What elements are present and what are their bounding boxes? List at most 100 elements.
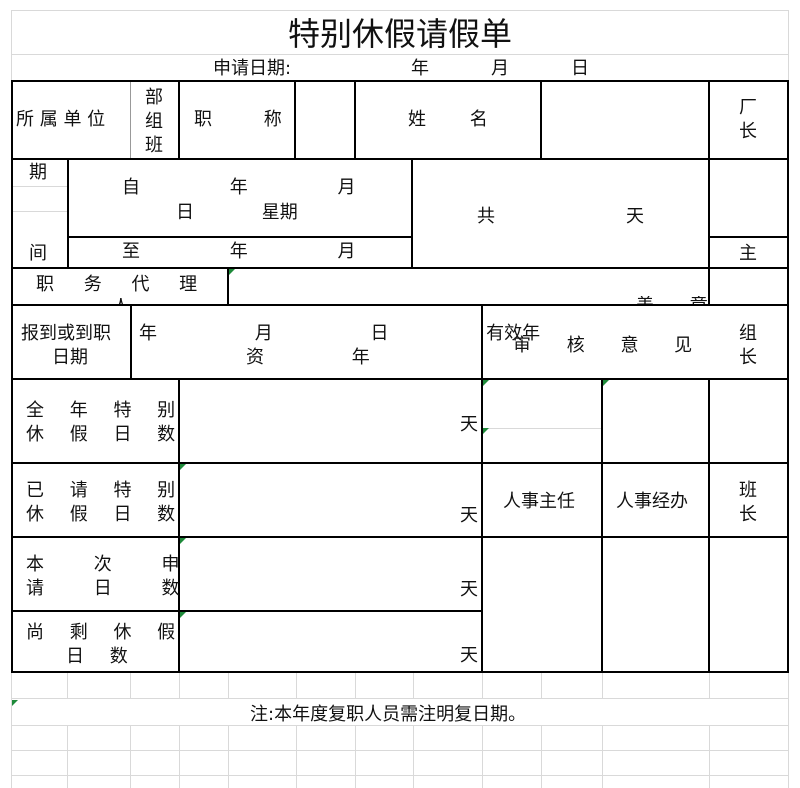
total-unit: 天 <box>626 206 644 227</box>
table-border <box>294 80 296 160</box>
report-line-1: 年 月 日 有效年 <box>139 323 541 344</box>
comment-marker <box>483 428 489 434</box>
grid-line <box>355 725 356 788</box>
grid-line <box>11 698 789 699</box>
sign-team-2: 长 <box>739 504 757 525</box>
used-unit: 天 <box>460 505 478 526</box>
grid-line <box>11 54 789 55</box>
annual-label-1: 全 年 特 别 <box>26 400 176 421</box>
comment-marker <box>229 269 235 275</box>
used-label-2: 休 假 日 数 <box>26 504 176 525</box>
current-unit: 天 <box>460 579 478 600</box>
grid-line <box>296 672 297 698</box>
apply-day: 日 <box>571 58 589 79</box>
annual-unit: 天 <box>460 414 478 435</box>
table-border <box>601 378 603 673</box>
grid-line <box>67 725 68 788</box>
seal-partial-clip: 盖 章 <box>636 296 708 304</box>
comment-marker <box>12 700 18 706</box>
table-border <box>411 158 413 269</box>
grid-line <box>67 672 68 698</box>
table-border <box>11 158 789 160</box>
sign-factory-2: 长 <box>739 121 757 142</box>
comment-marker <box>180 464 186 470</box>
grid-line <box>11 750 789 751</box>
hr-handler: 人事经办 <box>616 491 688 512</box>
page-title: 特别休假请假单 <box>287 15 512 53</box>
table-border <box>708 378 710 673</box>
grid-line <box>11 725 789 726</box>
grid-line <box>482 672 483 698</box>
grid-line <box>482 428 602 429</box>
to-line: 至 年 月 <box>122 241 356 262</box>
report-label-2: 日期 <box>52 347 88 368</box>
dept-sub-1: 部 <box>145 87 163 108</box>
grid-line <box>130 672 131 698</box>
sign-director: 主 <box>739 243 757 264</box>
table-border <box>67 236 413 238</box>
grid-line <box>296 725 297 788</box>
table-border <box>178 378 180 673</box>
name-label: 姓 名 <box>408 109 488 130</box>
grid-line <box>11 211 67 212</box>
comment-marker <box>180 538 186 544</box>
apply-date-label: 申请日期: <box>213 58 292 79</box>
from-line-1: 自 年 月 <box>122 177 356 198</box>
table-border <box>11 80 13 673</box>
comment-marker <box>483 380 489 386</box>
grid-line <box>541 672 542 698</box>
grid-line <box>11 10 789 11</box>
sign-factory-1: 厂 <box>739 97 757 118</box>
table-border <box>11 267 789 269</box>
remaining-label-2: 日 数 <box>66 646 128 667</box>
apply-month: 月 <box>491 58 509 79</box>
grid-line <box>709 672 710 698</box>
report-line-2: 资 年 <box>246 347 370 368</box>
grid-line <box>228 672 229 698</box>
hr-supervisor: 人事主任 <box>503 491 575 512</box>
grid-line <box>130 725 131 788</box>
annual-label-2: 休 假 日 数 <box>26 424 176 445</box>
grid-line <box>482 725 483 788</box>
table-border <box>11 536 789 538</box>
table-border <box>354 80 356 160</box>
table-border <box>11 462 789 464</box>
comment-marker <box>603 380 609 386</box>
dept-label: 所 属 单 位 <box>16 109 106 130</box>
grid-line <box>413 672 414 698</box>
period-top-label: 期 <box>29 162 47 183</box>
table-border <box>130 304 132 380</box>
table-border <box>178 80 180 160</box>
grid-line <box>179 725 180 788</box>
grid-line <box>228 725 229 788</box>
table-border <box>227 267 229 306</box>
grid-line <box>602 672 603 698</box>
sign-group-2: 长 <box>739 347 757 368</box>
report-label-1: 报到或到职 <box>21 323 111 344</box>
table-border <box>540 80 542 160</box>
grid-line <box>413 725 414 788</box>
grid-line <box>11 186 67 187</box>
current-label-1: 本 次 申 <box>26 554 180 575</box>
current-label-2: 请 日 数 <box>26 578 180 599</box>
table-border <box>67 158 69 269</box>
deputy-partial-clip: 人 <box>112 298 142 304</box>
grid-line <box>179 672 180 698</box>
sign-team-1: 班 <box>739 480 757 501</box>
table-border <box>481 304 483 673</box>
dept-sub-3: 班 <box>145 135 163 156</box>
table-border <box>709 236 789 238</box>
apply-year: 年 <box>411 58 429 79</box>
table-border <box>11 671 789 673</box>
table-border <box>787 80 789 673</box>
review-label: 审 核 意 见 <box>513 335 693 356</box>
from-line-2: 日 星期 <box>176 202 298 223</box>
total-label: 共 <box>477 206 495 227</box>
table-border <box>11 378 789 380</box>
grid-line <box>11 775 789 776</box>
table-border <box>708 80 710 305</box>
seal-partial: 盖 章 <box>636 296 708 304</box>
grid-line <box>602 725 603 788</box>
remaining-unit: 天 <box>460 645 478 666</box>
period-bottom-label: 间 <box>29 243 47 264</box>
